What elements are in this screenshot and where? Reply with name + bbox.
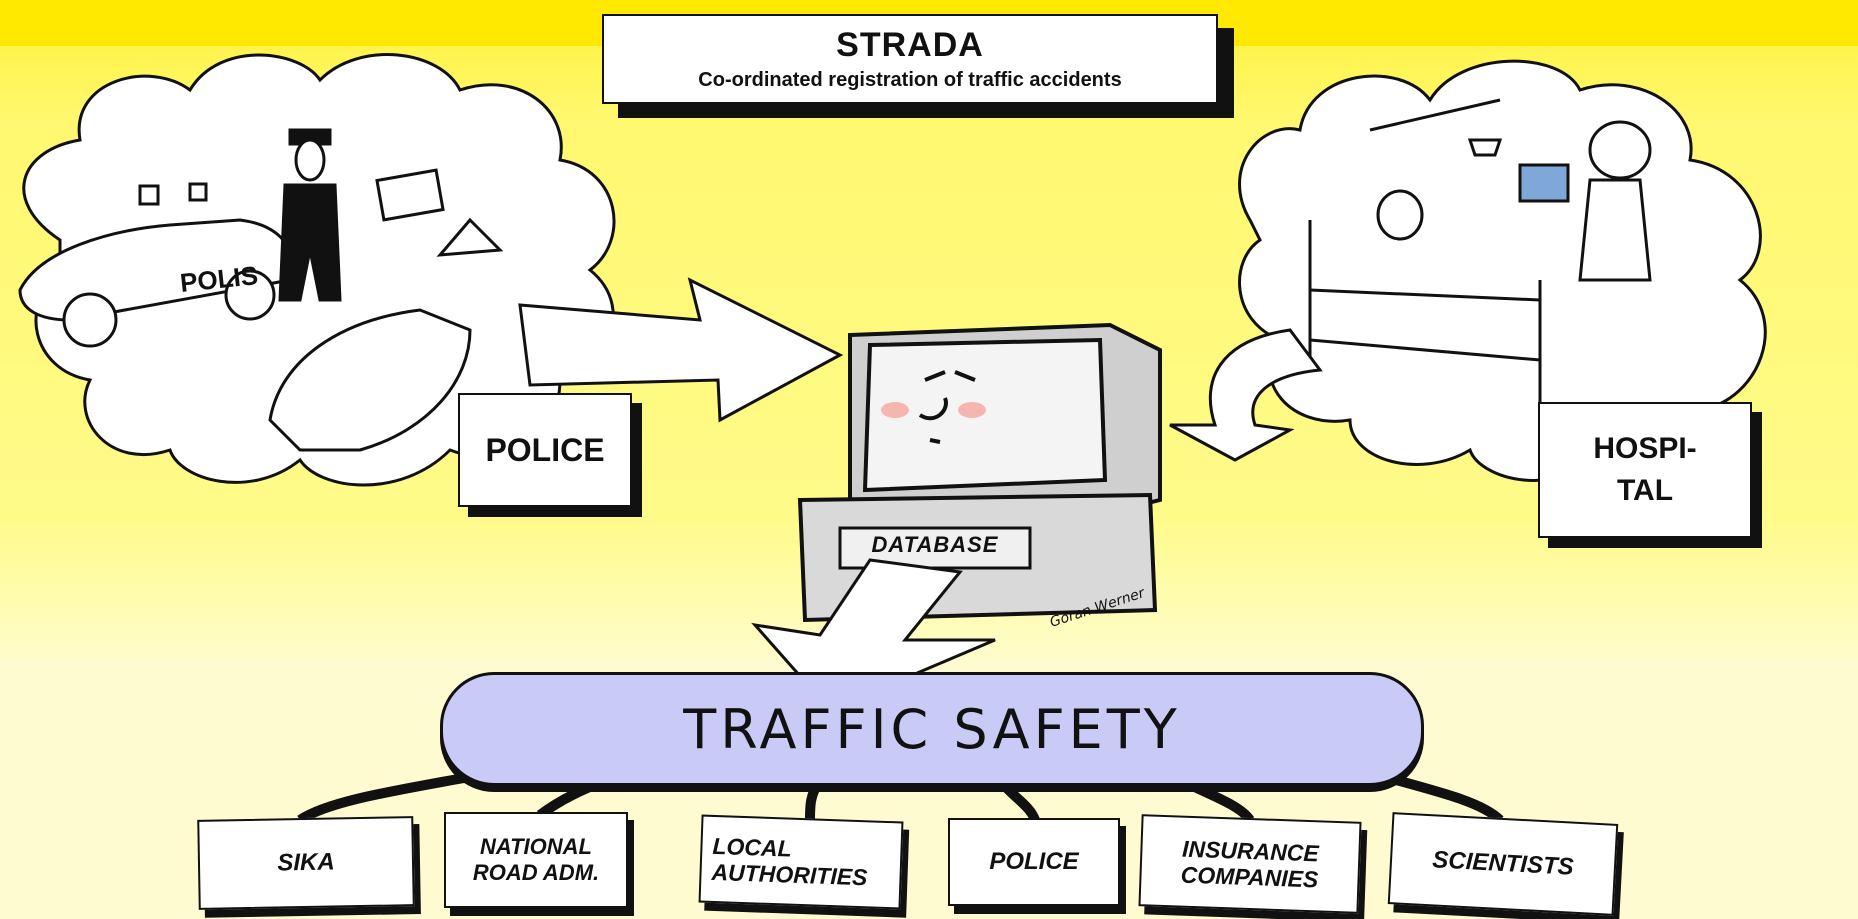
stakeholder-label-2: AUTHORITIES <box>711 858 868 891</box>
hospital-source-label: HOSPI- TAL <box>1538 402 1752 538</box>
arrow-police-to-database <box>518 277 844 423</box>
stakeholder-sika: SIKA <box>197 816 415 910</box>
stakeholder-local-authorities: LOCAL AUTHORITIES <box>698 814 904 910</box>
page-title: STRADA <box>836 26 984 64</box>
stakeholder-label: NATIONAL <box>479 834 592 859</box>
hospital-label-line1: HOSPI- <box>1593 432 1697 465</box>
stakeholder-scientists: SCIENTISTS <box>1387 812 1619 916</box>
police-source-label: POLICE <box>458 393 632 507</box>
arrow-hospital-to-database <box>1169 328 1323 462</box>
stakeholder-label: SCIENTISTS <box>1431 846 1575 881</box>
hospital-label-line2: TAL <box>1616 474 1674 507</box>
police-officer <box>278 128 445 302</box>
traffic-safety-hub: TRAFFIC SAFETY <box>440 672 1424 786</box>
stakeholder-label: SIKA <box>277 848 335 877</box>
computer-monitor <box>848 322 1162 513</box>
title-box: STRADA Co-ordinated registration of traf… <box>602 14 1218 104</box>
hospital-scene <box>1308 98 1652 420</box>
stakeholder-label-2: COMPANIES <box>1180 861 1319 893</box>
crashed-car <box>268 217 504 452</box>
stakeholder-insurance-companies: INSURANCE COMPANIES <box>1138 814 1362 914</box>
page-subtitle: Co-ordinated registration of traffic acc… <box>698 69 1122 91</box>
database-label: DATABASE <box>871 532 999 557</box>
stakeholder-national-road-adm: NATIONAL ROAD ADM. <box>444 812 628 908</box>
stakeholder-label: POLICE <box>989 848 1079 875</box>
stakeholder-label-2: ROAD ADM. <box>472 860 600 885</box>
police-car <box>18 182 295 348</box>
stakeholder-police: POLICE <box>948 818 1120 906</box>
